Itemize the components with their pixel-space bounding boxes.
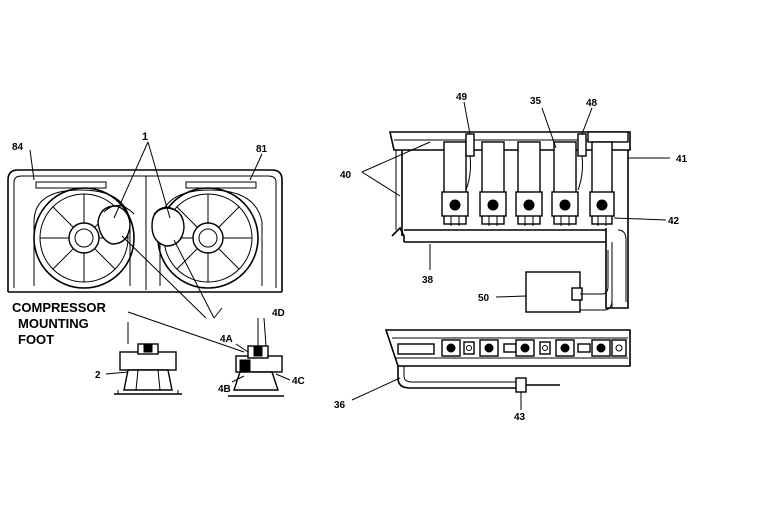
label-4C: 4C xyxy=(292,376,305,387)
bottom-rail-assembly xyxy=(351,329,631,410)
label-1: 1 xyxy=(142,131,148,143)
control-panel-assembly xyxy=(361,101,670,313)
label-42: 42 xyxy=(668,216,680,227)
label-compressor-line-2: MOUNTING xyxy=(18,316,89,331)
label-40: 40 xyxy=(340,170,352,181)
label-2: 2 xyxy=(95,370,101,381)
mounting-foot-right xyxy=(228,317,291,397)
mounting-foot-left xyxy=(105,311,245,395)
label-35: 35 xyxy=(530,96,542,107)
label-4A: 4A xyxy=(220,334,233,345)
fan-assembly xyxy=(7,141,283,319)
label-4B: 4B xyxy=(218,384,231,395)
relay-column xyxy=(479,141,507,226)
label-81: 81 xyxy=(256,144,268,155)
relay-column xyxy=(589,141,615,226)
label-4D: 4D xyxy=(272,308,285,319)
fitting xyxy=(441,339,627,357)
label-48: 48 xyxy=(586,98,598,109)
label-49: 49 xyxy=(456,92,468,103)
label-compressor-line-1: COMPRESSOR xyxy=(12,300,107,315)
label-43: 43 xyxy=(514,412,526,423)
relay-column xyxy=(441,141,469,226)
callout-labels: 84 1 81 COMPRESSOR MOUNTING FOOT 2 4A 4D… xyxy=(12,92,688,423)
label-84: 84 xyxy=(12,142,24,153)
label-38: 38 xyxy=(422,275,434,286)
label-50: 50 xyxy=(478,293,490,304)
label-36: 36 xyxy=(334,400,346,411)
relay-column xyxy=(515,141,543,226)
label-41: 41 xyxy=(676,154,688,165)
label-compressor-line-3: FOOT xyxy=(18,332,54,347)
relay-column xyxy=(551,141,579,226)
